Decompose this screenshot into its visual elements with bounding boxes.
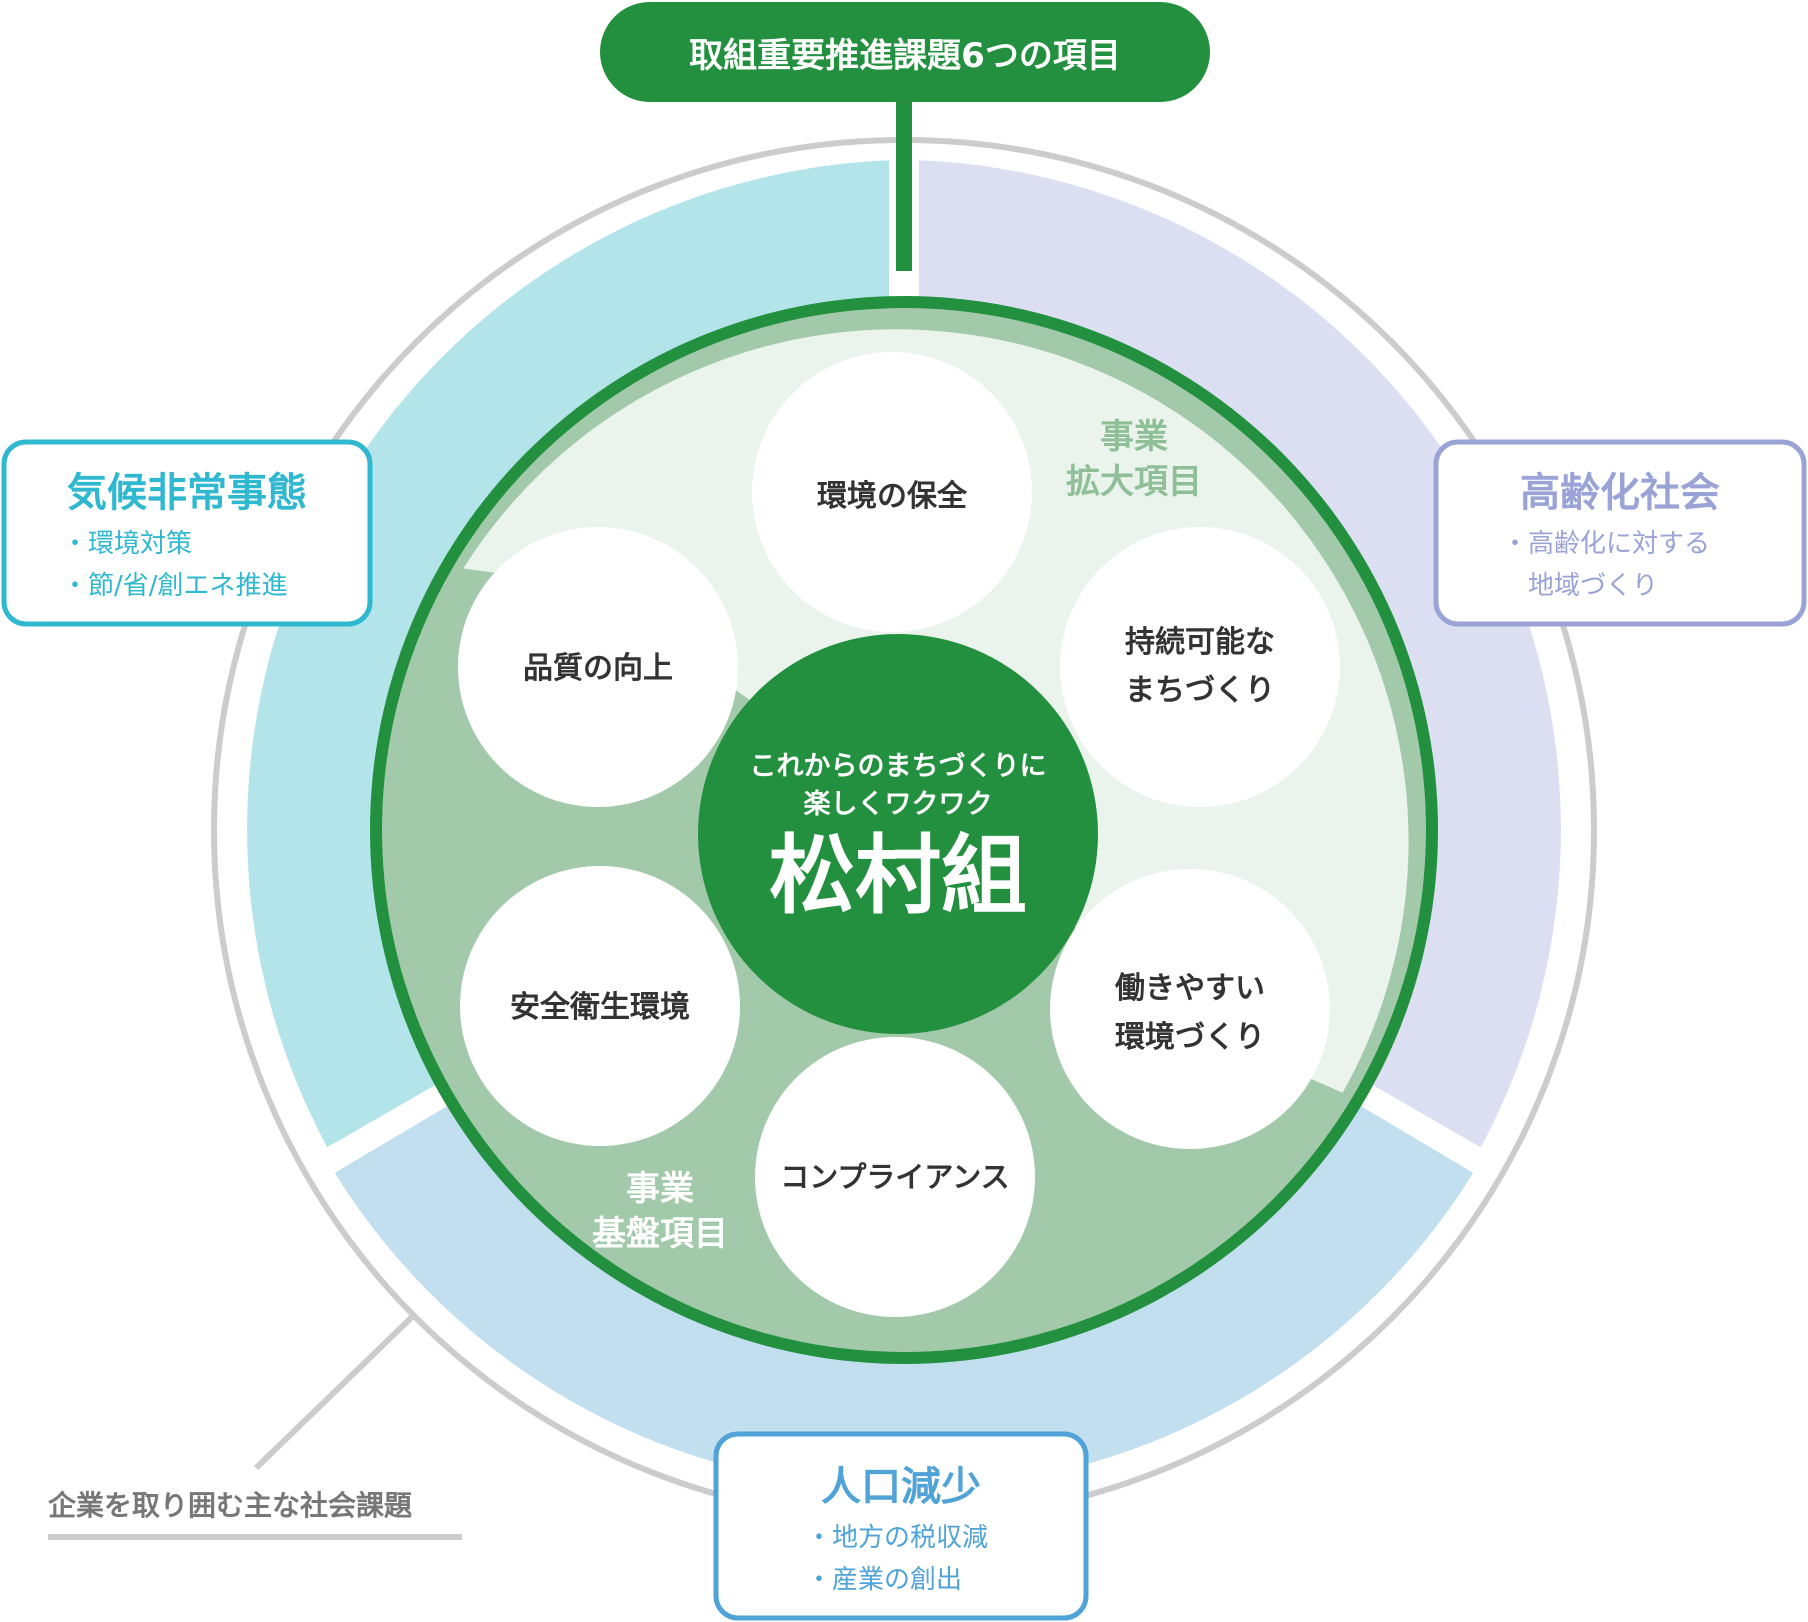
issue-bullet: ・節/省/創エネ推進: [62, 571, 288, 601]
item-environment-conservation: 環境の保全: [752, 352, 1032, 632]
issue-title: 人口減少: [821, 1464, 981, 1510]
item-label: 品質の向上: [523, 651, 673, 686]
caption-text: 企業を取り囲む主な社会課題: [48, 1489, 413, 1522]
company-center: これからのまちづくりに 楽しくワクワク 松村組: [698, 634, 1098, 1034]
header-pill: [600, 2, 1210, 102]
issue-title: 気候非常事態: [67, 470, 307, 516]
item-workplace-environment: 働きやすい 環境づくり: [1050, 869, 1330, 1149]
item-label: 環境の保全: [817, 479, 968, 514]
issue-box-aging: 高齢化社会 ・高齢化に対する 地域づくり: [1433, 439, 1807, 627]
item-label: 安全衛生環境: [510, 990, 690, 1025]
item-label: まちづくり: [1125, 673, 1275, 708]
item-label: コンプライアンス: [780, 1160, 1009, 1194]
item-compliance: コンプライアンス: [755, 1037, 1035, 1317]
caption-underline: [48, 1534, 462, 1540]
item-quality-improvement: 品質の向上: [458, 527, 738, 807]
sector-population: [334, 1087, 1474, 1490]
header-connector: [896, 95, 912, 271]
foundation-label-line2: 基盤項目: [592, 1214, 728, 1254]
foundation-label-line1: 事業: [626, 1169, 694, 1209]
item-label: 持続可能な: [1125, 625, 1275, 660]
center-tagline-line2: 楽しくワクワク: [804, 789, 993, 820]
issue-bullet: ・地方の税収減: [806, 1523, 988, 1553]
issue-bullet: ・高齢化に対する: [1502, 529, 1710, 559]
item-safety-health: 安全衛生環境: [460, 866, 740, 1146]
company-name: 松村組: [769, 826, 1027, 926]
caption-pointer-line: [253, 1314, 415, 1471]
item-sustainable-town: 持続可能な まちづくり: [1060, 527, 1340, 807]
issue-box-climate: 気候非常事態 ・環境対策 ・節/省/創エネ推進: [1, 439, 373, 627]
expansion-label-line2: 拡大項目: [1066, 462, 1202, 502]
center-tagline-line1: これからのまちづくりに: [750, 751, 1047, 782]
item-label: 働きやすい: [1114, 971, 1265, 1006]
issue-bullet: ・環境対策: [62, 529, 192, 559]
issue-bullet: ・産業の創出: [806, 1565, 962, 1595]
issue-title: 高齢化社会: [1520, 470, 1720, 516]
expansion-label-line1: 事業: [1100, 417, 1168, 457]
header-title: 取組重要推進課題6つの項目: [689, 36, 1121, 76]
issue-bullet: 地域づくり: [1502, 571, 1658, 601]
issue-box-population: 人口減少 ・地方の税収減 ・産業の創出: [713, 1431, 1089, 1621]
item-label: 環境づくり: [1115, 1020, 1265, 1055]
